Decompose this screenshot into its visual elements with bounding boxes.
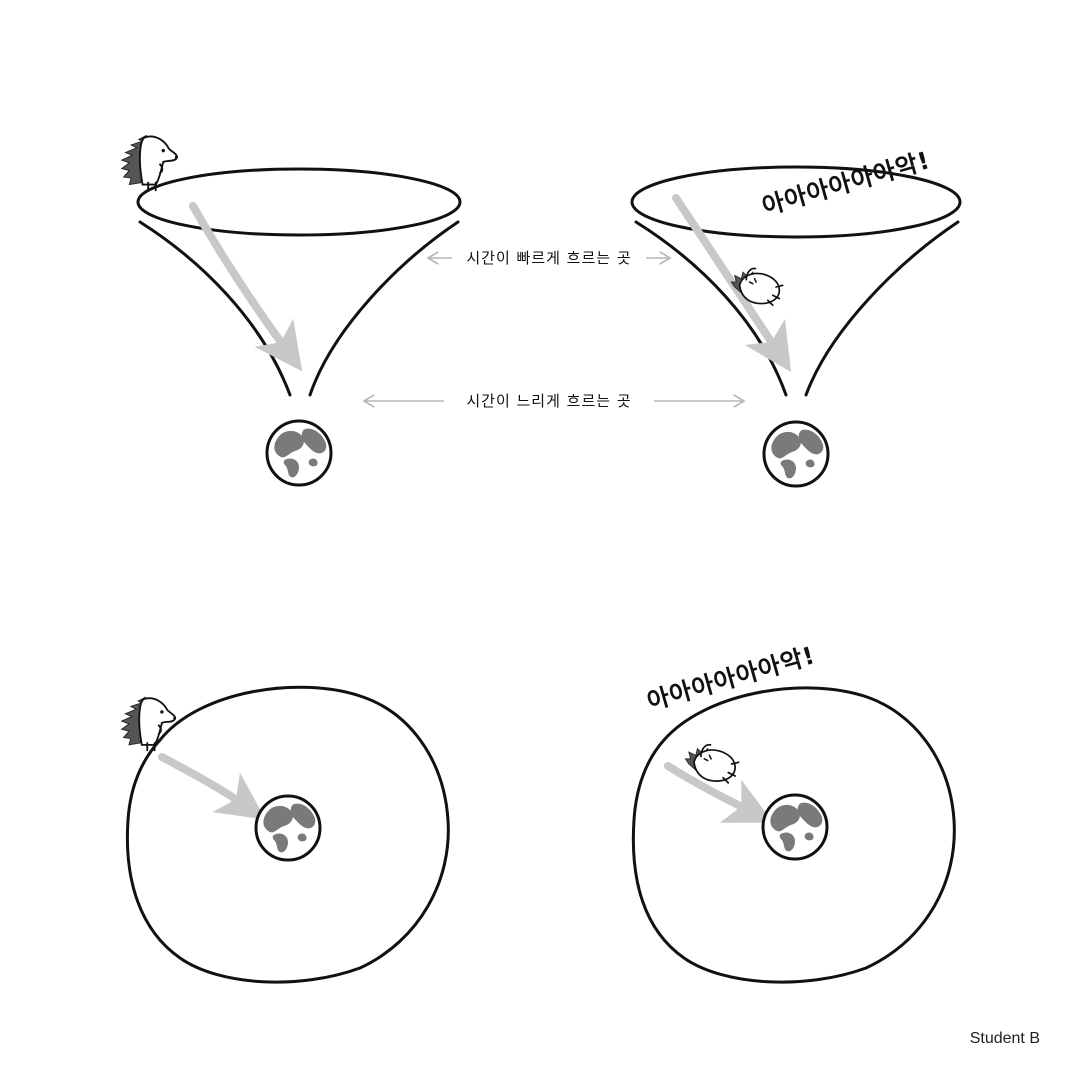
- scream-label-bottom: 아아아아아아악!: [644, 641, 819, 716]
- slow-time-indicator: 시간이 느리게 흐르는 곳: [364, 392, 744, 410]
- gravity-field-right: [631, 686, 956, 984]
- earth-icon: [762, 420, 830, 488]
- funnel-left: [136, 167, 462, 397]
- hedgehog-icon: [120, 696, 178, 752]
- scream-label-top: 아아아아아아악!: [759, 146, 934, 221]
- earth-icon: [265, 419, 333, 487]
- fast-time-indicator: 시간이 빠르게 흐르는 곳: [428, 249, 670, 267]
- fast-time-label: 시간이 빠르게 흐르는 곳: [466, 249, 631, 267]
- slow-time-label: 시간이 느리게 흐르는 곳: [466, 392, 631, 410]
- gravity-field-left: [125, 685, 450, 984]
- earth-icon: [254, 794, 322, 862]
- earth-icon: [761, 793, 829, 861]
- funnel-right: [630, 165, 962, 397]
- author-credit: Student B: [969, 1030, 1040, 1047]
